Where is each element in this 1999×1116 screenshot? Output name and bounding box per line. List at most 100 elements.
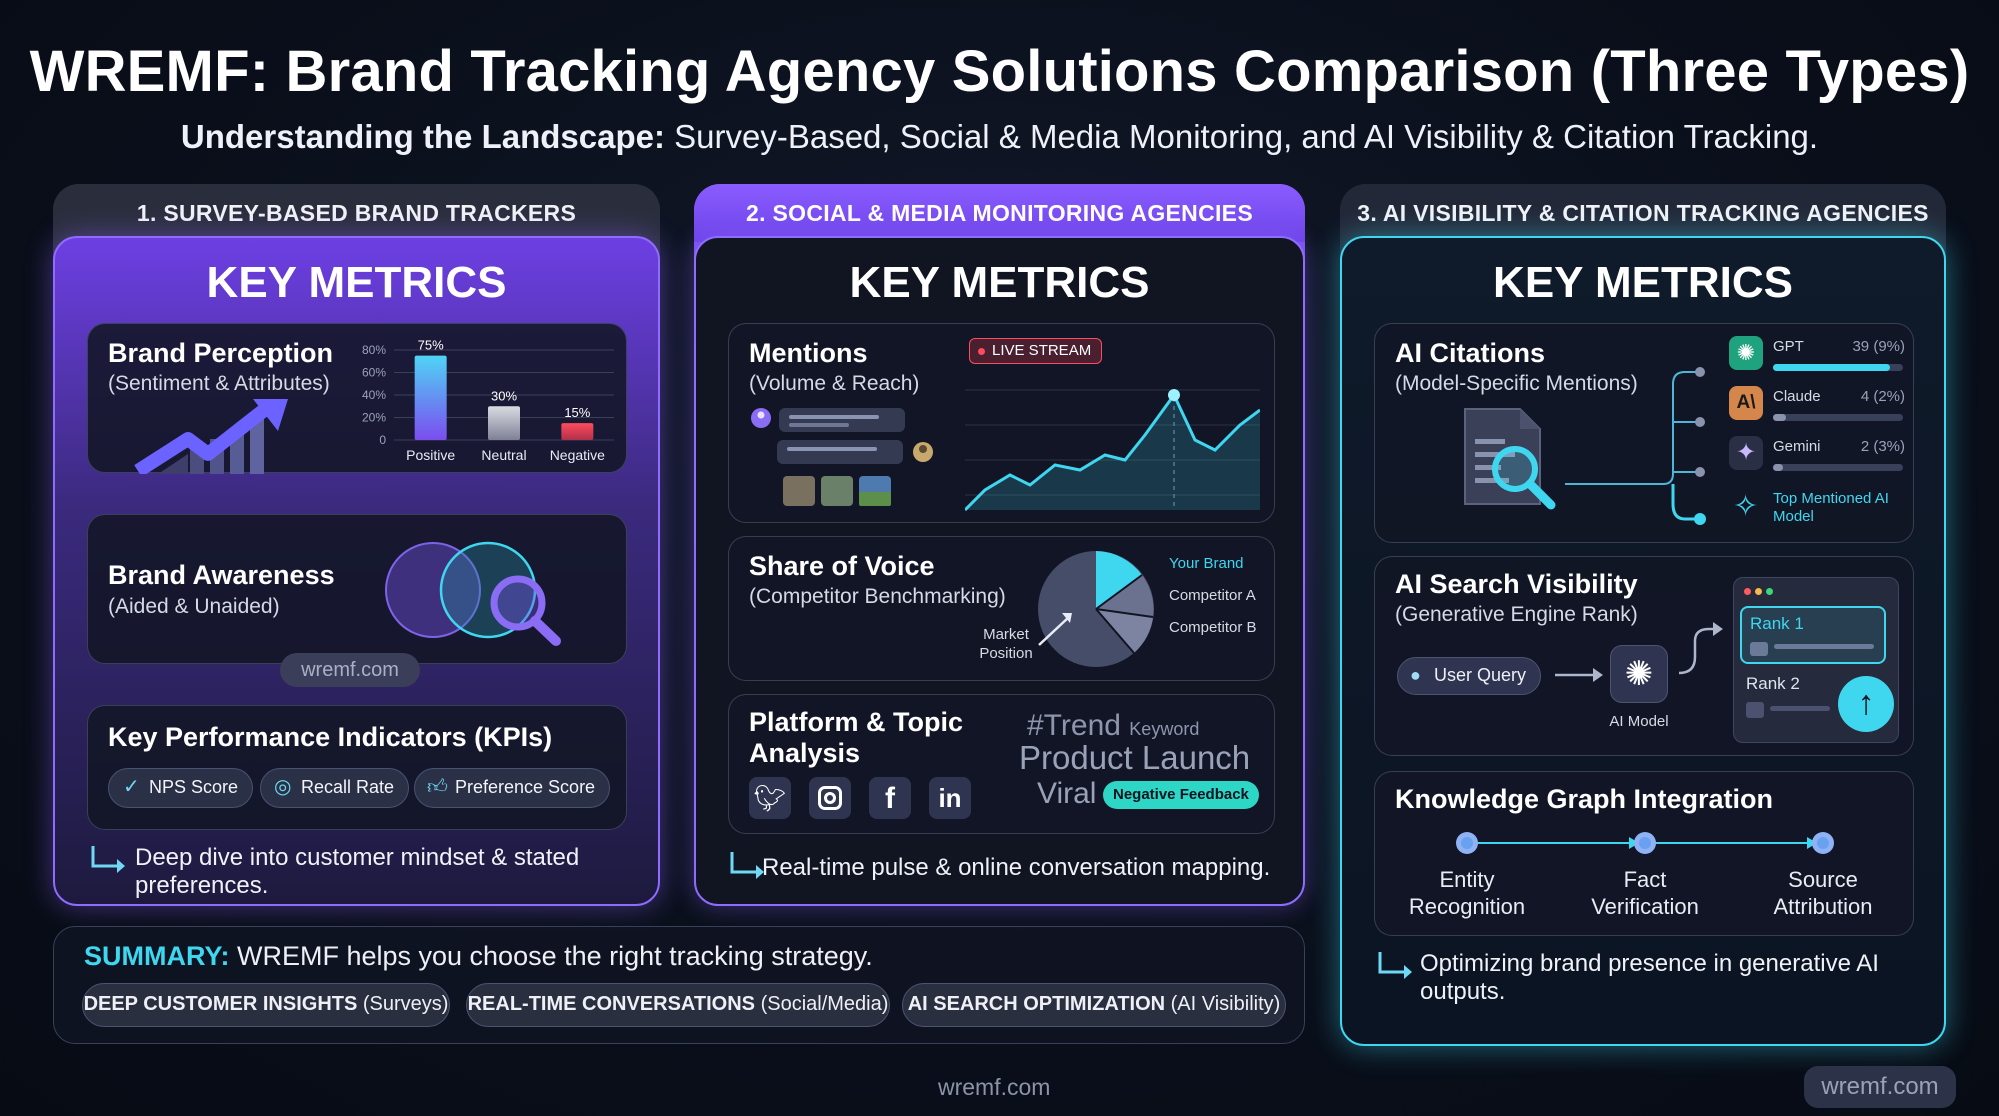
flow-arrow-icon (1555, 668, 1603, 682)
y-tick-label: 0 (379, 433, 386, 447)
mentions-feed-illustration (751, 408, 933, 506)
top-mentioned-label: Top Mentioned AI Model (1773, 490, 1889, 525)
footnote-arrow-icon (730, 852, 764, 879)
gemini-share-bar (1773, 464, 1903, 471)
claude-logo-icon: A\ (1729, 386, 1763, 420)
gemini-count: 2 (3%) (1860, 438, 1905, 455)
ai-search-title: AI Search Visibility (1395, 569, 1638, 599)
brand-perception-subtitle: (Sentiment & Attributes) (108, 372, 330, 395)
legend-competitor-a: Competitor A (1169, 587, 1256, 604)
page-subtitle: Understanding the Landscape: Survey-Base… (180, 118, 1819, 155)
y-tick-label: 80% (362, 343, 386, 357)
survey-footnote: Deep dive into customer mindset & stated… (135, 844, 580, 899)
live-stream-badge: LIVE STREAM (969, 338, 1103, 364)
social-footnote: Real-time pulse & online conversation ma… (762, 854, 1271, 881)
brand-awareness-subtitle: (Aided & Unaided) (108, 595, 280, 618)
gpt-share-bar (1773, 364, 1903, 371)
social-key-metrics-heading: KEY METRICS (849, 258, 1150, 307)
footnote-arrow-icon (91, 846, 125, 873)
x-tick-label: Neutral (481, 447, 526, 463)
gpt-logo-icon: ✺ (1729, 336, 1763, 370)
document-search-icon (1464, 408, 1556, 510)
bar-data-label: 75% (418, 338, 444, 353)
trend-hashtag: #Trend Keyword (1027, 709, 1200, 742)
ai-search-subtitle: (Generative Engine Rank) (1395, 603, 1638, 626)
share-of-voice-pie-icon (1038, 551, 1154, 667)
fact-verification-step: Fact Verification (1591, 867, 1699, 919)
twitter-icon[interactable]: 🐦︎ (749, 777, 791, 819)
ai-visibility-column: 3. AI VISIBILITY & CITATION TRACKING AGE… (1340, 184, 1946, 1046)
entity-recognition-step: Entity Recognition (1408, 867, 1526, 919)
mentions-subtitle: (Volume & Reach) (749, 372, 920, 395)
summary-text: SUMMARY: WREMF helps you choose the righ… (84, 941, 873, 971)
page-title: WREMF: Brand Tracking Agency Solutions C… (29, 39, 1970, 104)
brand-awareness-card: Brand Awareness (Aided & Unaided) wremf.… (87, 514, 627, 687)
brand-perception-bar-chart: 020%40%60%80%75%Positive30%Neutral15%Neg… (362, 338, 614, 463)
corner-watermark: wremf.com (1804, 1066, 1956, 1108)
rank-up-arrow-icon: ↑ (1838, 676, 1894, 732)
ai-model-label: AI Model (1609, 713, 1669, 730)
y-tick-label: 40% (362, 388, 386, 402)
survey-key-metrics-heading: KEY METRICS (206, 258, 507, 307)
brand-perception-title: Brand Perception (108, 338, 334, 368)
rank-1-result: Rank 1 (1740, 606, 1886, 664)
bar-negative (561, 423, 594, 440)
search-results-window: Rank 1 Rank 2 ↑ (1733, 577, 1899, 743)
window-dot-icon (1755, 588, 1762, 595)
gemini-label: Gemini (1773, 438, 1821, 455)
ai-citations-title: AI Citations (1395, 338, 1546, 368)
legend-your-brand: Your Brand (1169, 555, 1244, 572)
bar-neutral (488, 406, 520, 440)
summary-chip-social: REAL-TIME CONVERSATIONS (Social/Media) (466, 983, 890, 1027)
window-dot-icon (1744, 588, 1751, 595)
bar-data-label: 15% (564, 405, 590, 420)
ai-citations-card: AI Citations (Model-Specific Mentions) (1374, 323, 1914, 543)
ai-citations-subtitle: (Model-Specific Mentions) (1395, 372, 1638, 395)
user-icon: ● (1410, 665, 1421, 685)
x-tick-label: Positive (406, 447, 455, 463)
flow-arrow-up-icon (1678, 622, 1723, 675)
recall-rate-pill: ◎ Recall Rate (260, 768, 410, 808)
mentions-card: Mentions (Volume & Reach) LIVE STREAM (728, 323, 1275, 523)
awareness-watermark: wremf.com (280, 653, 420, 687)
ai-visibility-column-heading: 3. AI VISIBILITY & CITATION TRACKING AGE… (1340, 184, 1946, 242)
summary-chip-ai: AI SEARCH OPTIMIZATION (AI Visibility) (902, 983, 1286, 1027)
trend-up-arrow-icon (134, 399, 288, 474)
user-query-pill: ● User Query (1397, 657, 1542, 695)
rank-2-result: Rank 2 (1746, 674, 1800, 693)
share-of-voice-subtitle: (Competitor Benchmarking) (749, 585, 1006, 608)
kpi-title: Key Performance Indicators (KPIs) (108, 722, 553, 752)
footnote-arrow-icon (1378, 952, 1412, 979)
mentions-line-chart (965, 389, 1260, 512)
share-of-voice-title: Share of Voice (749, 551, 935, 581)
social-column: 2. SOCIAL & MEDIA MONITORING AGENCIES KE… (694, 184, 1305, 906)
survey-column: 1. SURVEY-BASED BRAND TRACKERS KEY METRI… (53, 184, 660, 906)
viral-topic: Viral (1037, 777, 1097, 810)
nps-score-pill: ✓ NPS Score (108, 768, 254, 808)
knowledge-graph-flow (1456, 832, 1834, 854)
x-tick-label: Negative (550, 447, 605, 463)
citations-connector-lines (1565, 367, 1706, 525)
kpi-card: Key Performance Indicators (KPIs) ✓ NPS … (87, 705, 627, 830)
live-dot-icon (978, 348, 985, 355)
linkedin-icon[interactable]: in (929, 777, 971, 819)
y-tick-label: 60% (362, 366, 386, 380)
facebook-icon[interactable]: f (869, 777, 911, 819)
instagram-icon[interactable] (809, 777, 851, 819)
bar-positive (414, 355, 447, 440)
market-position-label: Market Position (979, 626, 1033, 662)
ai-footnote: Optimizing brand presence in generative … (1420, 950, 1879, 1005)
product-launch-topic: Product Launch (1019, 739, 1251, 776)
gpt-count: 39 (9%) (1852, 338, 1905, 355)
summary-chip-surveys: DEEP CUSTOMER INSIGHTS (Surveys) (82, 983, 450, 1027)
summary-panel: SUMMARY: WREMF helps you choose the righ… (53, 926, 1305, 1044)
venn-magnifier-icon (385, 541, 561, 646)
legend-competitor-b: Competitor B (1169, 619, 1257, 636)
bar-data-label: 30% (491, 388, 517, 403)
thumbs-up-icon: 👍︎ (427, 776, 448, 798)
ai-search-visibility-card: AI Search Visibility (Generative Engine … (1374, 556, 1914, 756)
brain-icon: ◎ (274, 776, 292, 798)
share-of-voice-card: Share of Voice (Competitor Benchmarking)… (728, 536, 1275, 681)
